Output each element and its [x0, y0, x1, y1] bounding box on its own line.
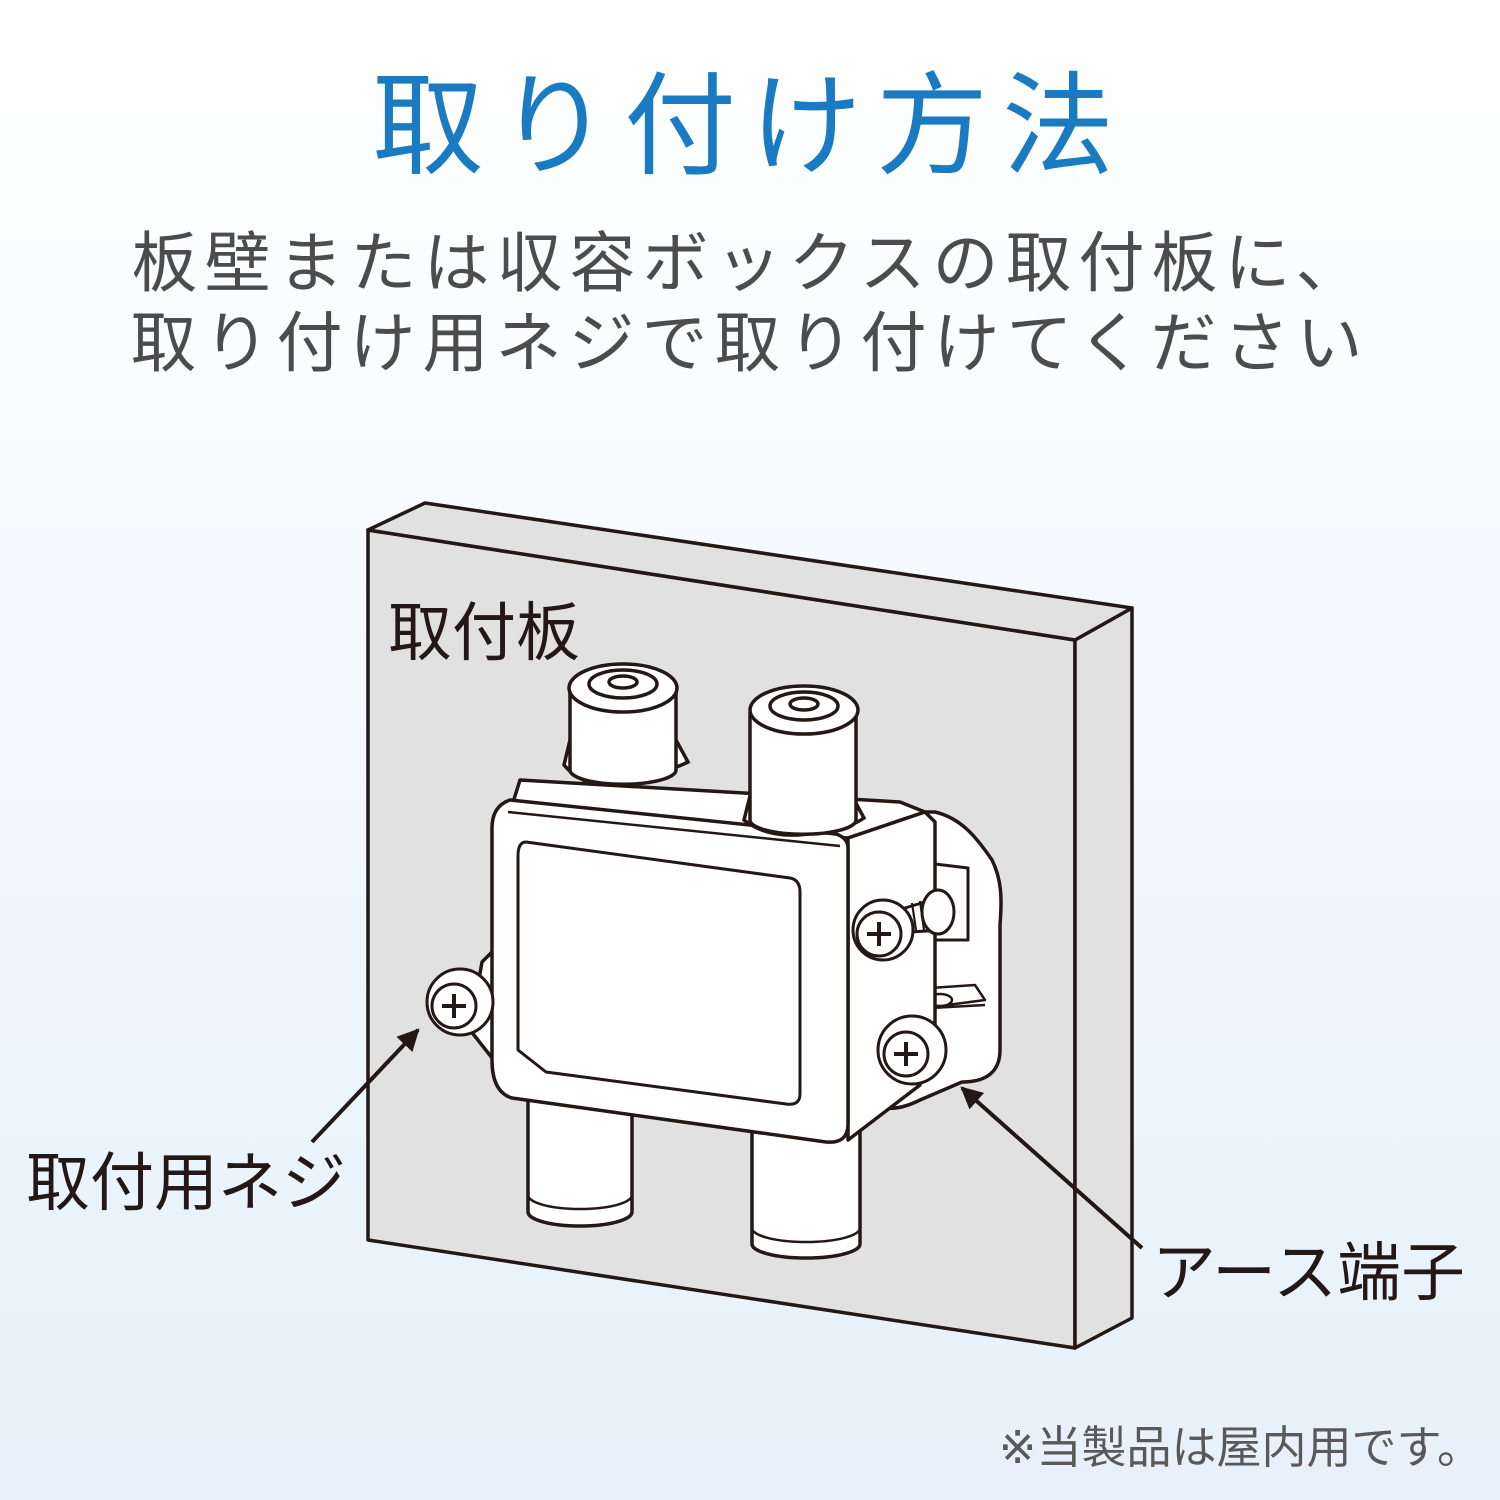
screw-leader-arrow	[310, 1028, 420, 1144]
left-mounting-screw	[425, 967, 495, 1037]
right-mounting-screw	[876, 1014, 948, 1086]
instructions: 板壁または収容ボックスの取付板に、 取り付け用ネジで取り付けてください	[0, 224, 1500, 384]
instruction-line-2: 取り付け用ネジで取り付けてください	[130, 305, 1370, 382]
bottom-connector-right	[750, 1126, 862, 1260]
earth-leader-arrow	[960, 1086, 1144, 1250]
screw-label: 取付用ネジ	[26, 1147, 346, 1221]
top-connector-right	[742, 684, 867, 837]
earth-terminal-screw	[851, 888, 956, 962]
page-title: 取り付け方法	[372, 62, 1128, 192]
splitter-body	[490, 778, 937, 1144]
top-connector-left	[562, 662, 691, 787]
plate-label: 取付板	[388, 597, 580, 671]
instruction-line-1: 板壁または収容ボックスの取付板に、	[131, 225, 1369, 302]
indoor-use-note: ※当製品は屋内用です。	[998, 1421, 1482, 1474]
bottom-connector-left	[526, 1093, 634, 1228]
earth-terminal-label: アース端子	[1152, 1237, 1465, 1311]
